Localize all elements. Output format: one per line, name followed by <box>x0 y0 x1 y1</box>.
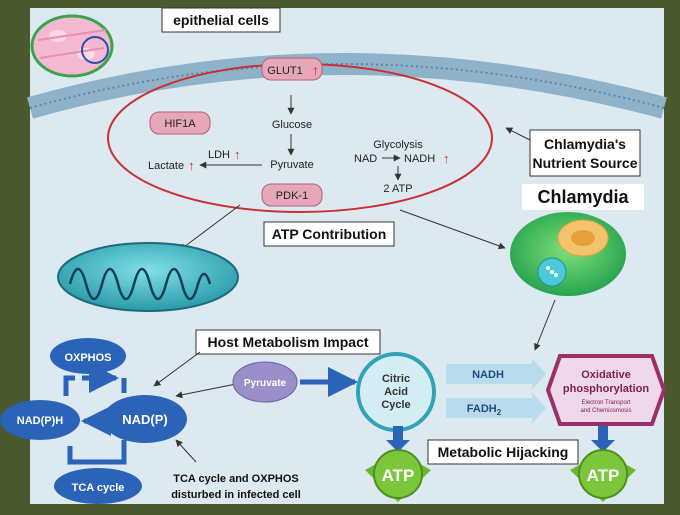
ldh-label: LDH <box>208 149 230 161</box>
oxidative-phosphorylation <box>545 354 667 426</box>
arrow-pyruvate-host <box>175 383 237 399</box>
glut1-up-arrow: ↑ <box>312 62 319 78</box>
membrane-dots <box>29 63 665 109</box>
citric-line2: Acid <box>384 386 408 398</box>
hif1a-label: HIF1A <box>164 118 196 130</box>
nadph-node <box>0 400 80 440</box>
glycolysis-label: Glycolysis <box>373 139 423 151</box>
nadh-up-arrow: ↑ <box>443 151 450 166</box>
pyruvate-node <box>232 361 298 403</box>
pdk1-box <box>261 183 323 207</box>
arrow-note <box>175 439 197 463</box>
pdk1-label: PDK-1 <box>276 190 308 202</box>
citric-line3: Cycle <box>381 399 410 411</box>
host-cycle: OXPHOS NAD(P)H NAD(P) TCA cycle <box>0 338 187 504</box>
host-metabolism-label: Host Metabolism Impact <box>207 334 368 350</box>
nutrient-source-line1: Chlamydia's <box>544 136 626 152</box>
fadh2-label: FADH2 <box>467 403 502 417</box>
ldh-up-arrow: ↑ <box>234 147 241 162</box>
epithelial-cells-box <box>161 7 281 33</box>
nutrient-source-box <box>529 129 641 177</box>
arrow-to-chlamydia <box>399 209 506 250</box>
atp-contribution-box <box>263 221 395 247</box>
tca-node <box>54 468 142 504</box>
arrow-nutrient <box>505 127 531 141</box>
atp2-label: 2 ATP <box>383 183 412 195</box>
chlamydia-pathway: Pyruvate Citric Acid Cycle NADH FADH2 Ox… <box>232 352 667 502</box>
arrow-to-mitochondria <box>179 204 241 251</box>
hif1a-box <box>149 111 211 135</box>
tca-label: TCA cycle <box>72 482 125 494</box>
atp-right-label: ATP <box>587 466 620 485</box>
glut1-box <box>261 57 323 81</box>
oxphos-label: OXPHOS <box>64 352 111 364</box>
oxphos-node <box>50 338 126 374</box>
lactate-up-arrow: ↑ <box>188 158 195 173</box>
oxidative-line4: and Chemiosmosis <box>580 408 631 414</box>
chlamydia-pyruvate-label: Pyruvate <box>244 378 287 389</box>
note-line1: TCA cycle and OXPHOS <box>173 473 299 485</box>
arrow-chlamydia-down <box>534 299 556 351</box>
glut1-label: GLUT1 <box>267 65 302 77</box>
metabolic-hijacking-label: Metabolic Hijacking <box>438 444 569 460</box>
lactate-label: Lactate <box>148 160 184 172</box>
chlamydia-label: Chlamydia <box>537 187 629 207</box>
oxidative-line3: Electron Transport <box>581 400 630 406</box>
pyruvate-label: Pyruvate <box>270 159 313 171</box>
atp-contribution-label: ATP Contribution <box>272 226 387 242</box>
atp-left-label: ATP <box>382 466 415 485</box>
nad-label: NAD <box>354 153 377 165</box>
oxidative-line2: phosphorylation <box>563 383 649 395</box>
mitochondria-image <box>57 242 239 312</box>
chlamydia-nadh-label: NADH <box>472 369 504 381</box>
glucose-label: Glucose <box>272 119 312 131</box>
chlamydia-image <box>510 212 626 296</box>
nadph-label: NAD(P)H <box>17 415 63 427</box>
nadp-label: NAD(P) <box>122 412 168 427</box>
fadh2-arrow-box <box>446 398 532 418</box>
oxidative-line1: Oxidative <box>581 369 631 381</box>
note-line2: disturbed in infected cell <box>171 489 301 501</box>
nadp-node <box>103 395 187 443</box>
nadh-arrow-box <box>446 364 532 384</box>
nadh-label: NADH <box>404 153 435 165</box>
epithelial-cells-label: epithelial cells <box>173 12 269 28</box>
epithelial-cells-image <box>30 14 114 78</box>
metabolic-hijacking-box <box>427 439 579 465</box>
arrow-host-impact <box>153 351 201 387</box>
citric-line1: Citric <box>382 373 410 385</box>
chlamydia-label-box <box>522 184 644 210</box>
nutrient-source-line2: Nutrient Source <box>532 155 637 171</box>
host-metabolism-box <box>195 329 381 355</box>
